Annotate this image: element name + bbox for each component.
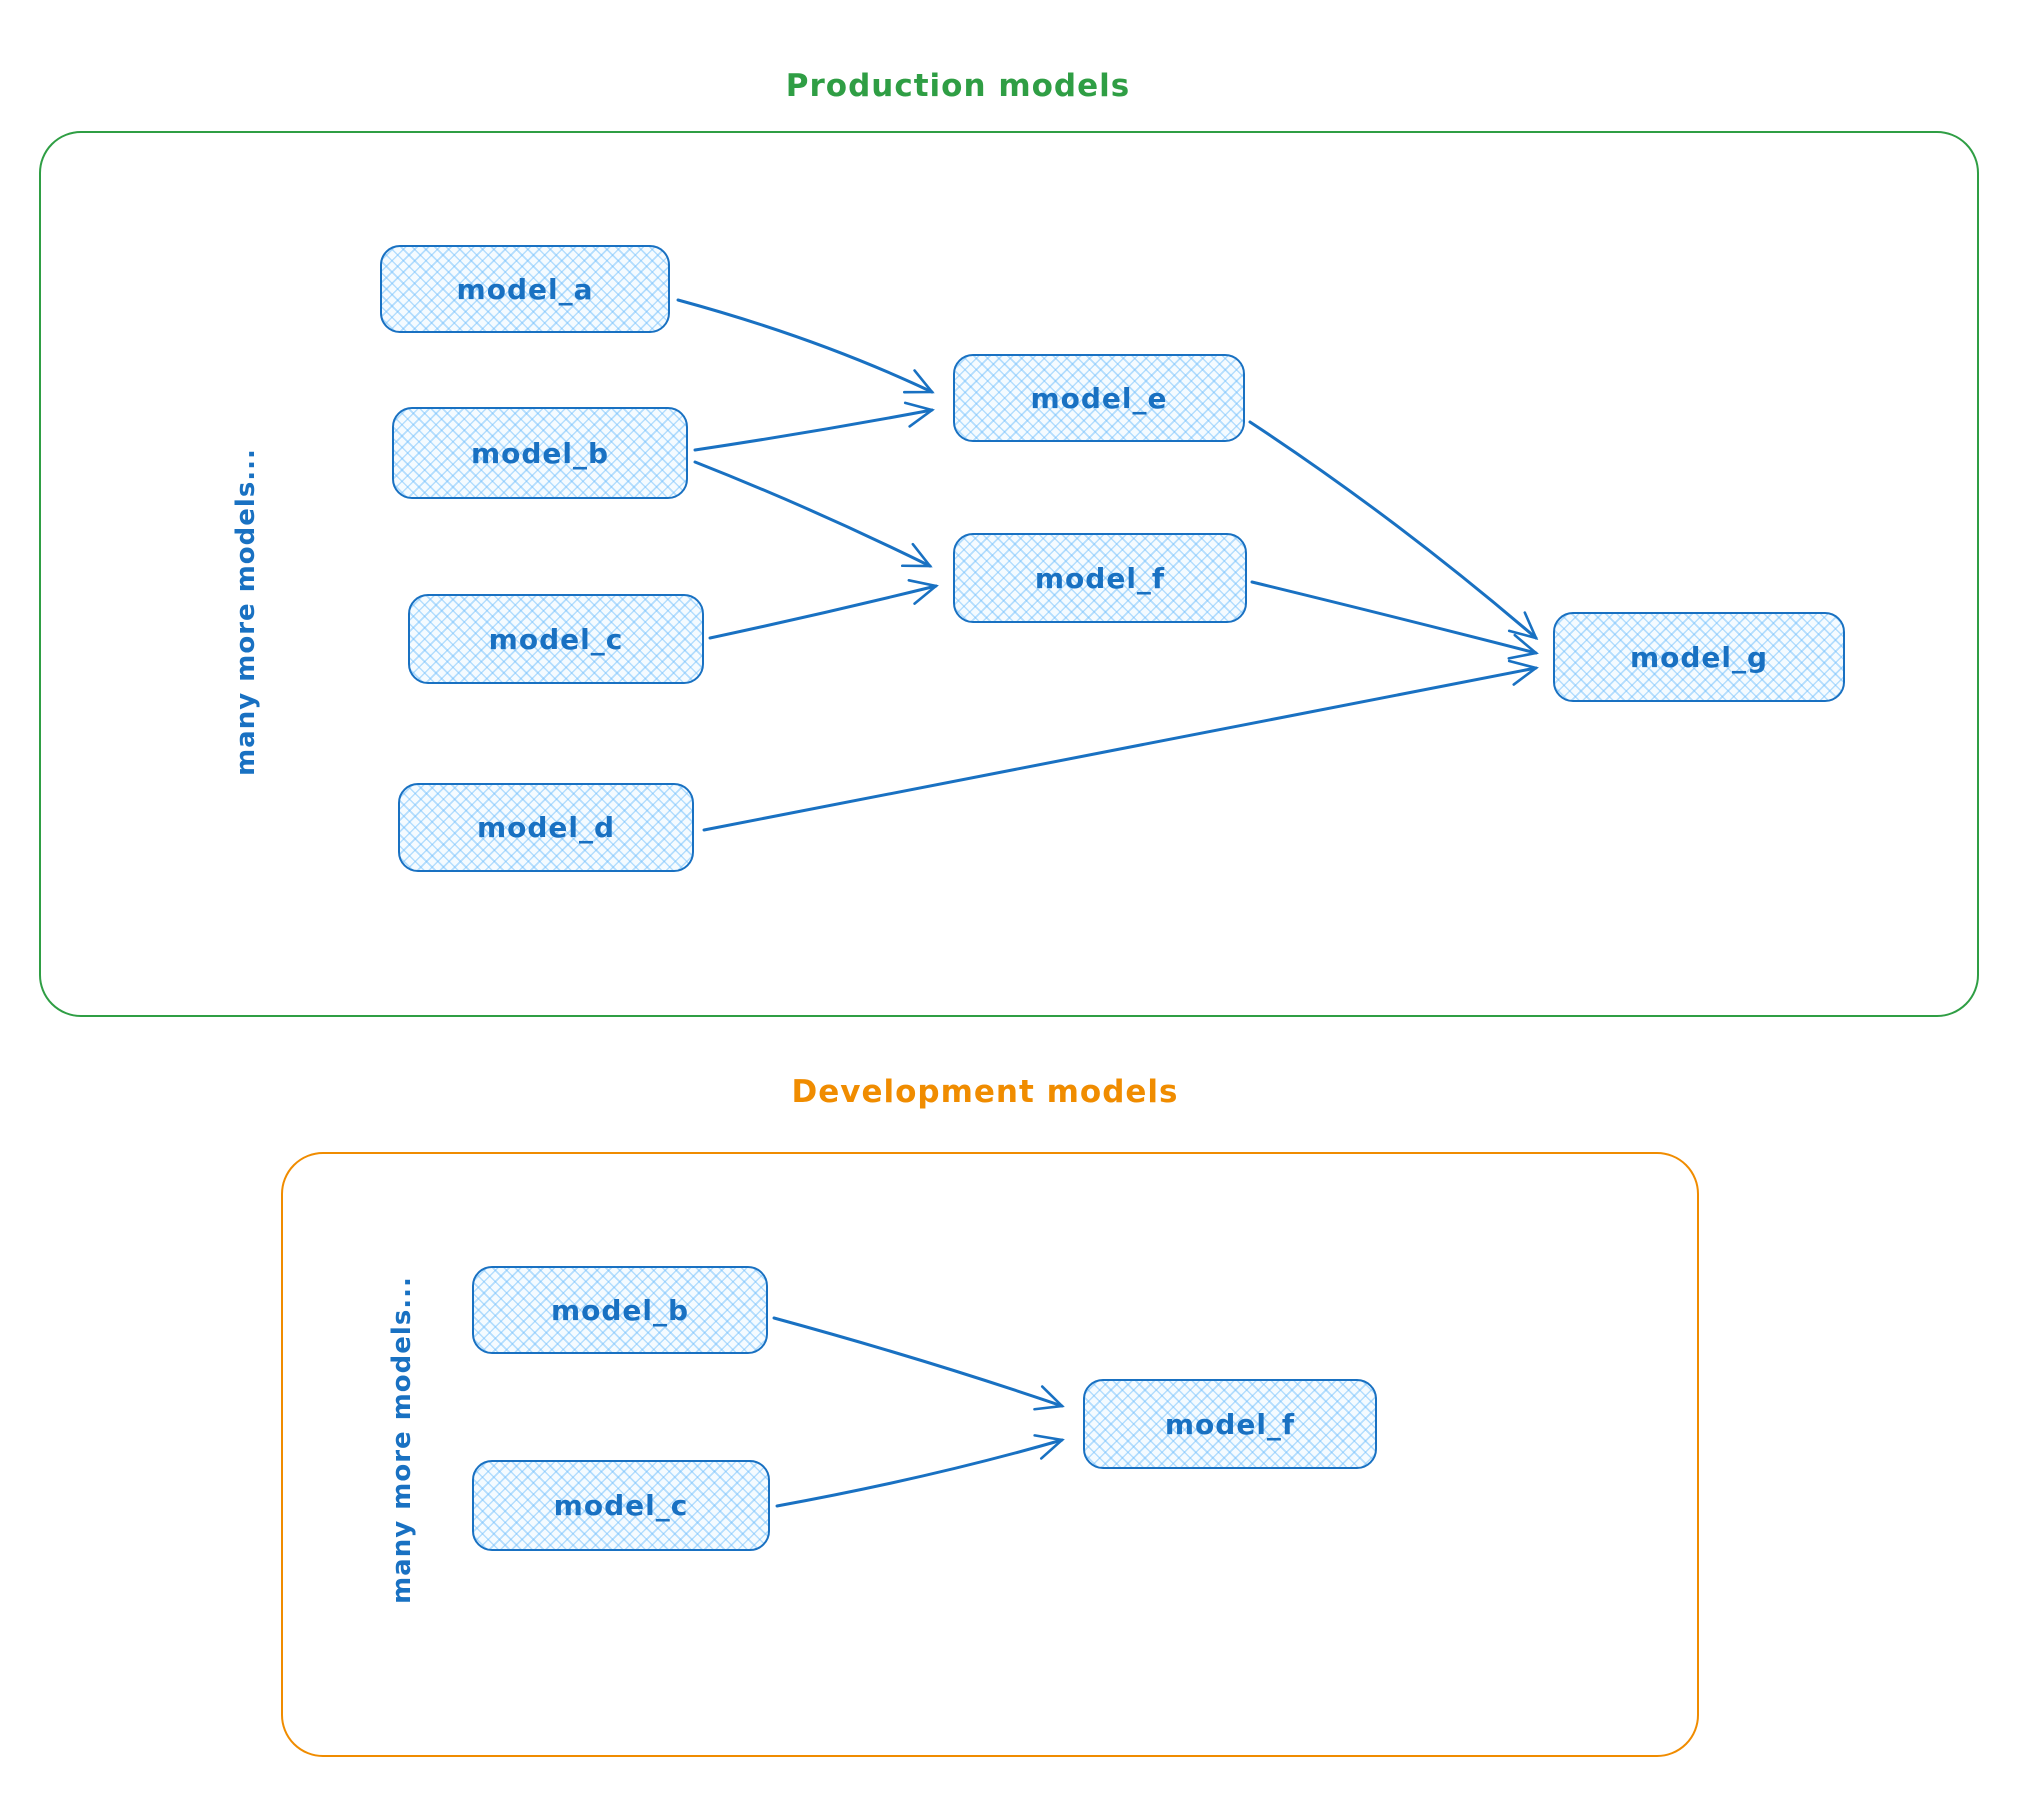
- node-model-a: model_a: [380, 245, 670, 333]
- node-model-f: model_f: [953, 533, 1247, 623]
- production-section-container: [39, 131, 1979, 1017]
- development-section-title: Development models: [791, 1074, 1179, 1110]
- node-dev-model-c: model_c: [472, 1460, 770, 1551]
- node-model-d: model_d: [398, 783, 694, 872]
- node-model-b: model_b: [392, 407, 688, 499]
- node-model-e: model_e: [953, 354, 1245, 442]
- production-section-title: Production models: [785, 68, 1131, 104]
- node-dev-model-f: model_f: [1083, 1379, 1377, 1469]
- development-side-label: many more models...: [387, 1276, 417, 1604]
- node-dev-model-b: model_b: [472, 1266, 768, 1354]
- node-model-c: model_c: [408, 594, 704, 684]
- production-side-label: many more models...: [231, 448, 261, 776]
- development-section-container: [281, 1152, 1699, 1757]
- node-model-g: model_g: [1553, 612, 1845, 702]
